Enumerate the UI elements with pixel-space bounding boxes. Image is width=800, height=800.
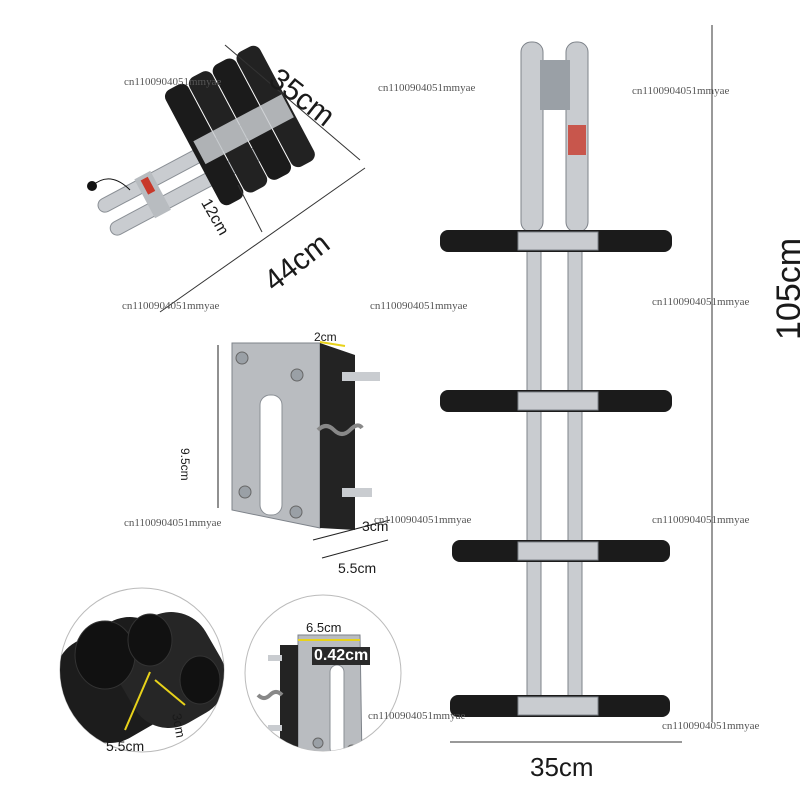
watermark: cn1100904051mmyae <box>652 514 750 526</box>
bracket-base-label: 5.5cm <box>338 560 377 576</box>
bracket-width-label: 2cm <box>314 330 337 344</box>
watermark: cn1100904051mmyae <box>662 720 760 732</box>
watermark: cn1100904051mmyae <box>632 85 730 97</box>
watermark: cn1100904051mmyae <box>652 296 750 308</box>
ladder-width-label: 35cm <box>530 752 594 782</box>
ladder-height-label: 105cm <box>770 237 800 340</box>
mount-thickness-label: 0.42cm <box>312 647 371 665</box>
watermark: cn1100904051mmyae <box>370 300 468 312</box>
watermark: cn1100904051mmyae <box>124 76 222 88</box>
mount-width-label: 6.5cm <box>306 620 342 635</box>
watermark: cn1100904051mmyae <box>122 300 220 312</box>
step-width-label: 5.5cm <box>106 738 145 754</box>
watermark: cn1100904051mmyae <box>374 514 472 526</box>
watermark: cn1100904051mmyae <box>368 710 466 722</box>
watermark: cn1100904051mmyae <box>124 517 222 529</box>
bracket-depth-label: 3cm <box>362 518 389 534</box>
watermark: cn1100904051mmyae <box>378 82 476 94</box>
